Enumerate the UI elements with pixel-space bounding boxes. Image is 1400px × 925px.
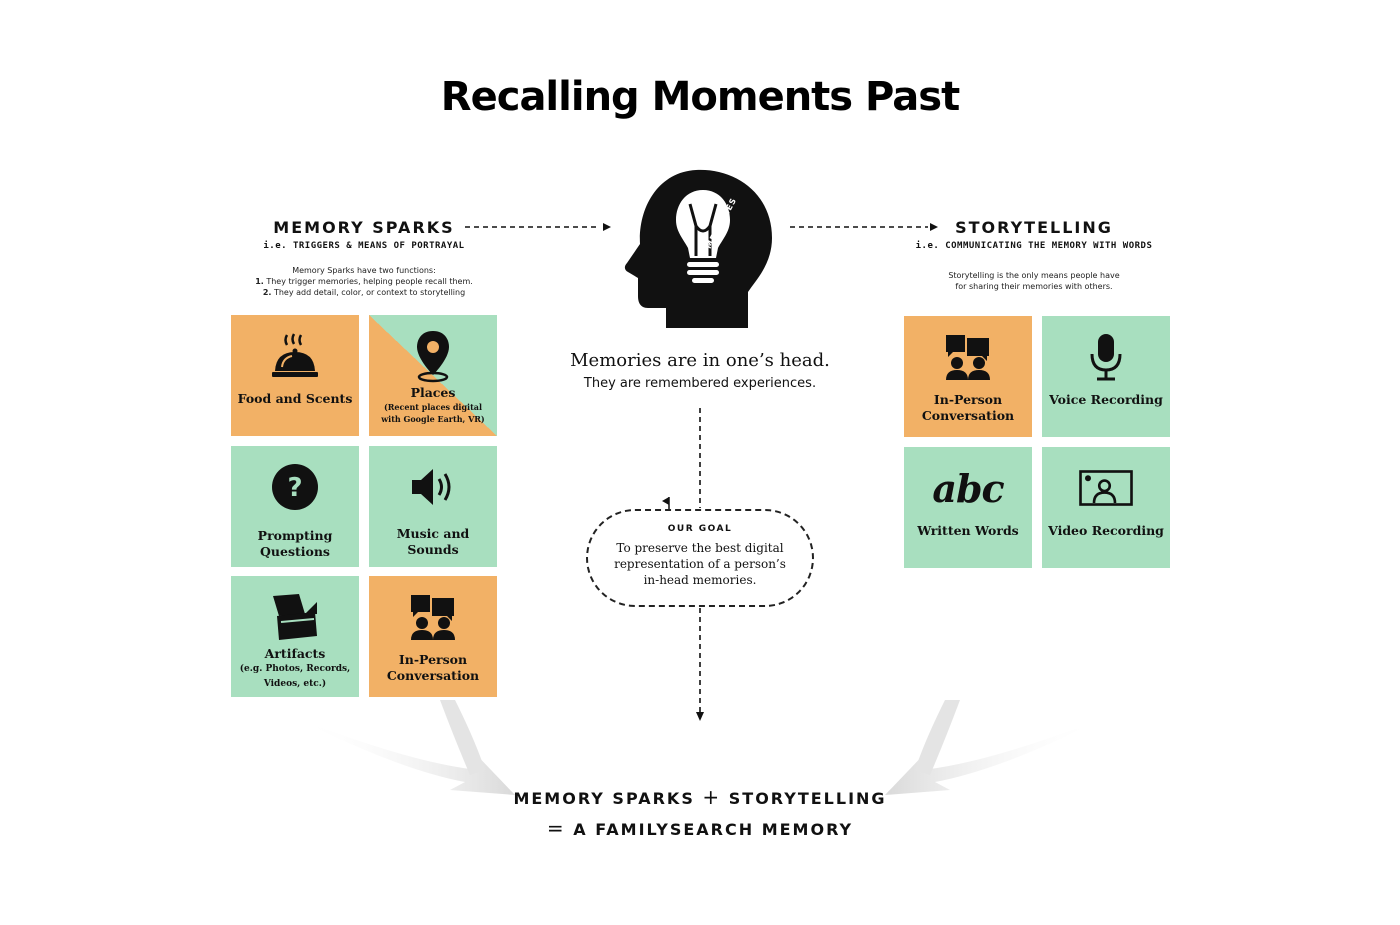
tile-artifacts: Artifacts (e.g. Photos, Records, Videos,…	[231, 576, 359, 697]
microphone-icon	[1079, 330, 1133, 384]
tile-label: Prompting Questions	[257, 528, 333, 559]
memories-statement: Memories are in one’s head.	[570, 350, 830, 371]
tile-label: Video Recording	[1048, 523, 1164, 538]
tile-story-in-person-conversation: In-Person Conversation	[904, 316, 1032, 437]
tile-label: Music and Sounds	[396, 526, 470, 557]
video-frame-icon	[1079, 461, 1133, 515]
memory-sparks-description: Memory Sparks have two functions: 1. The…	[255, 266, 473, 297]
page-title: Recalling Moments Past	[440, 74, 960, 120]
left-sweep-arrow	[300, 720, 515, 795]
right-sweep-stem	[915, 700, 960, 775]
memories-substatement: They are remembered experiences.	[583, 376, 817, 391]
tile-in-person-conversation: In-Person Conversation	[369, 576, 497, 697]
goal-text: To preserve the best digital representat…	[614, 541, 786, 587]
formula-line-1: MEMORY SPARKS + STORYTELLING	[513, 785, 887, 809]
storytelling-subheading: i.e. COMMUNICATING THE MEMORY WITH WORDS	[915, 241, 1153, 251]
left-sweep-stem	[440, 700, 485, 775]
memory-sparks-subheading: i.e. TRIGGERS & MEANS OF PORTRAYAL	[263, 241, 465, 251]
abc-text-icon: abc	[932, 465, 1004, 511]
tile-places: Places (Recent places digital with Googl…	[369, 315, 497, 436]
tile-written-words: abc Written Words	[904, 447, 1032, 568]
formula-line-2: = A FAMILYSEARCH MEMORY	[546, 816, 854, 840]
tile-label: Artifacts	[264, 646, 326, 661]
question-icon: ?	[268, 460, 322, 514]
tile-label: In-Person Conversation	[386, 652, 480, 683]
storytelling-heading: STORYTELLING	[955, 218, 1113, 237]
tile-label: Written Words	[917, 523, 1019, 538]
conversation-icon	[406, 590, 460, 644]
memory-sparks-heading: MEMORY SPARKS	[273, 218, 455, 237]
tile-label: Places	[410, 385, 456, 400]
tile-prompting-questions: ? Prompting Questions	[231, 446, 359, 567]
tile-voice-recording: Voice Recording	[1042, 316, 1170, 437]
tile-video-recording: Video Recording	[1042, 447, 1170, 568]
tile-note: (e.g. Photos, Records, Videos, etc.)	[239, 664, 351, 689]
tile-food-and-scents: Food and Scents	[231, 315, 359, 436]
svg-text:?: ?	[287, 473, 302, 503]
goal-box	[586, 509, 814, 607]
tile-label: Voice Recording	[1049, 392, 1163, 407]
map-pin-icon	[406, 329, 460, 383]
chest-icon	[268, 590, 322, 644]
tile-music-and-sounds: Music and Sounds	[369, 446, 497, 567]
tile-note: (Recent places digital with Google Earth…	[381, 402, 485, 424]
flag-icon	[662, 497, 670, 510]
cloche-icon	[268, 329, 322, 383]
tile-label: In-Person Conversation	[921, 392, 1015, 423]
goal-heading: OUR GOAL	[667, 524, 733, 534]
right-sweep-arrow	[885, 720, 1100, 795]
conversation-icon	[941, 330, 995, 384]
tile-label: Food and Scents	[237, 391, 353, 406]
storytelling-description: Storytelling is the only means people ha…	[948, 271, 1120, 291]
speaker-icon	[406, 460, 460, 514]
head-lightbulb-icon	[624, 168, 782, 330]
